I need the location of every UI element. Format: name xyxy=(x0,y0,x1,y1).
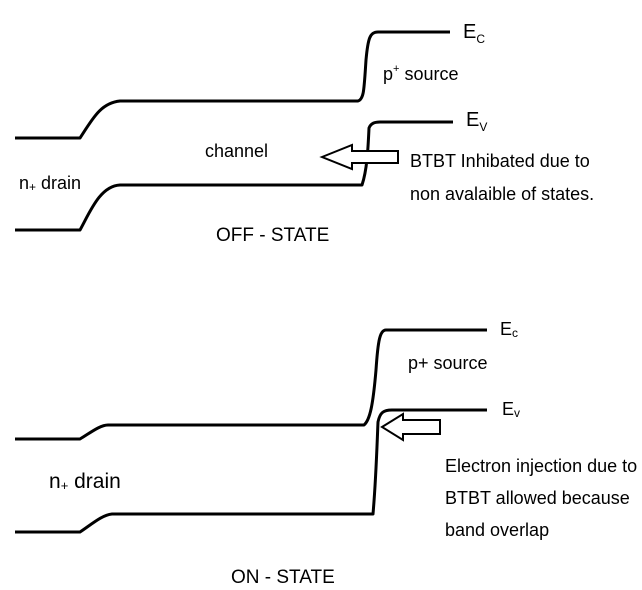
off-note-line-2: non avalaible of states. xyxy=(410,184,594,204)
on-ec-label: Ec xyxy=(500,319,518,340)
on-conduction-band xyxy=(15,328,487,441)
on-drain-label: n+ drain xyxy=(49,470,121,493)
on-note-line-3: band overlap xyxy=(445,520,549,540)
on-state-panel: Ec Ev p+ source n+ drain Electron inject… xyxy=(15,319,637,588)
on-valence-band xyxy=(15,408,487,534)
off-ev-label: EV xyxy=(466,109,487,134)
on-btbt-arrow-icon xyxy=(380,412,441,442)
on-ev-label: Ev xyxy=(502,399,520,420)
off-source-label: p+ source xyxy=(383,63,458,84)
on-note-line-1: Electron injection due to xyxy=(445,456,637,476)
off-ec-label: EC xyxy=(463,21,485,46)
off-drain-label: n+ drain xyxy=(19,173,81,194)
off-state-caption: OFF - STATE xyxy=(216,225,329,246)
off-note-line-1: BTBT Inhibated due to xyxy=(410,151,590,171)
off-btbt-arrow-icon xyxy=(319,143,399,171)
off-conduction-band xyxy=(15,30,450,140)
off-channel-label: channel xyxy=(205,141,268,161)
on-state-caption: ON - STATE xyxy=(231,567,335,588)
on-source-label: p+ source xyxy=(408,353,488,373)
on-note-line-2: BTBT allowed because xyxy=(445,488,630,508)
off-state-panel: EC EV p+ source n+ drain channel BTBT In… xyxy=(15,21,594,246)
off-valence-band xyxy=(15,120,453,232)
